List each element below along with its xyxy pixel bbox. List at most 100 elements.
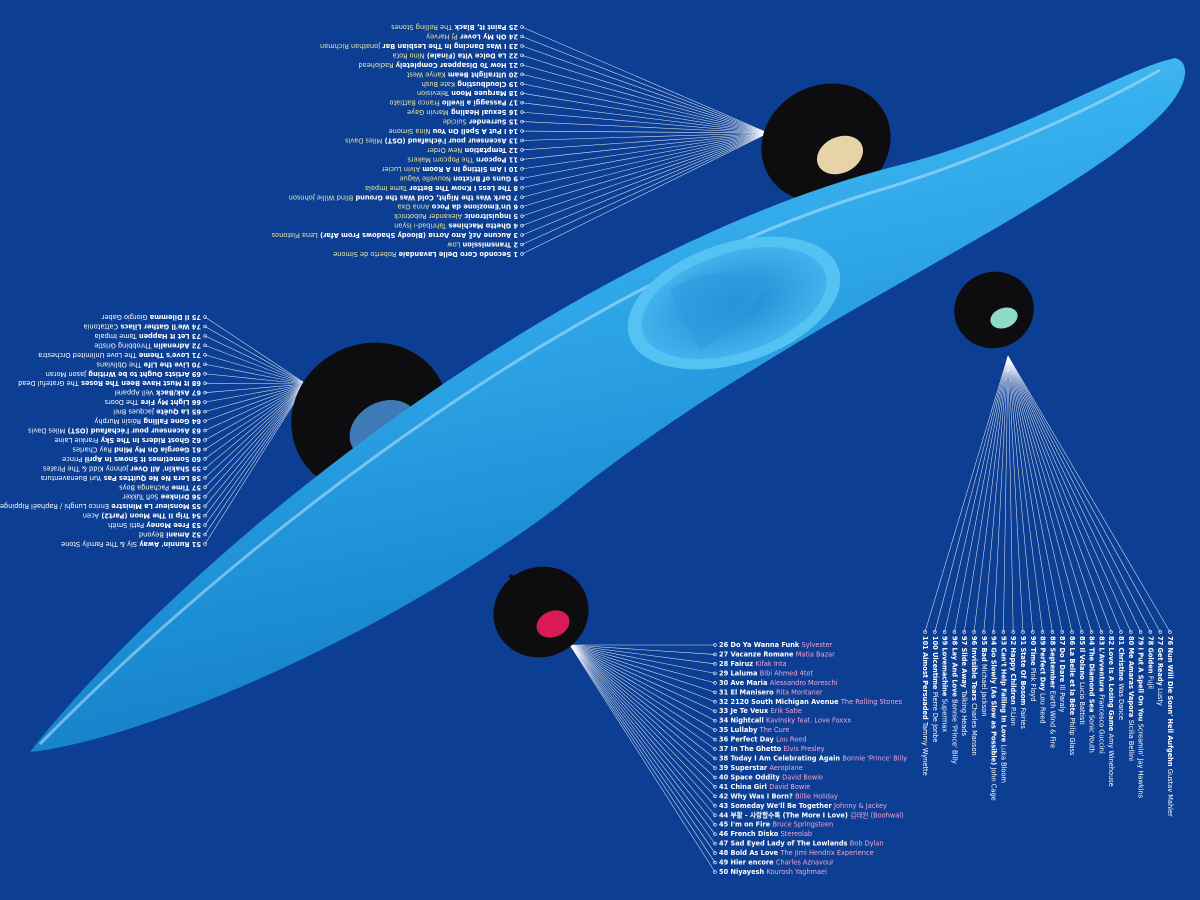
track-title: Popcorn	[476, 155, 507, 163]
track-label: 52 Amani Beyond	[139, 531, 201, 539]
leader-line	[521, 130, 769, 134]
track-anchor-dot	[520, 205, 524, 209]
track-number: 48	[719, 849, 729, 857]
track-labels: 1 Secondo Coro Delle Lavandaie Roberto d…	[0, 23, 1174, 876]
track-anchor-dot	[520, 252, 524, 256]
track-artist: Sylvester	[802, 641, 833, 649]
track-label: 15 Surrender Suicide	[443, 118, 518, 126]
track-label: 43 Someday We'll Be Together Johnny & Ja…	[719, 802, 887, 810]
track-label: 92 Happy Children P.Lion	[1009, 636, 1017, 726]
track-anchor-dot	[203, 447, 207, 452]
track-anchor-dot	[1109, 630, 1113, 634]
track-anchor-dot	[713, 794, 717, 799]
track-number: 67	[191, 389, 201, 397]
track-anchor-dot	[713, 841, 717, 846]
track-title: Love's Theme	[138, 351, 189, 359]
track-artist: The Love Unlimited Orchestra	[38, 351, 137, 359]
track-number: 98	[950, 636, 958, 646]
track-anchor-dot	[520, 138, 524, 143]
track-label: 48 Bold As Love The Jimi Hendrix Experie…	[719, 849, 874, 857]
track-title: La Quête	[156, 408, 190, 416]
track-artist: The Doors	[104, 398, 139, 406]
track-artist: Sly & The Family Stone	[61, 540, 137, 548]
track-artist: Earth Wind & Fire	[1048, 691, 1056, 748]
track-label: 101 Almost Persuaded Tammy Wynette	[921, 636, 929, 776]
track-artist: Enrico Lunghi / Raphaël Rippinger	[0, 502, 109, 510]
leader-line	[963, 355, 1009, 633]
leader-line	[204, 345, 307, 385]
track-number: 91	[1019, 636, 1027, 646]
track-anchor-dot	[203, 523, 207, 527]
leader-line	[954, 355, 1009, 633]
track-number: 16	[508, 108, 518, 116]
track-title: Laluma	[730, 669, 757, 677]
track-title: Vacanze Romane	[730, 650, 793, 658]
track-artist: PJ Harvey	[426, 32, 458, 40]
track-title: 부활 - 사랑할수록 (The More I Love)	[730, 810, 847, 819]
track-number: 14	[508, 127, 518, 135]
track-artist: David Bowie	[769, 783, 810, 791]
track-title: Slide Away	[960, 647, 968, 688]
track-artist: Ill Paraly	[1058, 684, 1066, 712]
track-anchor-dot	[713, 785, 717, 789]
track-artist: Fujii	[1146, 676, 1154, 689]
track-artist: Suicide	[443, 118, 467, 126]
track-label: 34 Nightcall Kavinsky feat. Love Foxxx	[719, 717, 851, 725]
track-label: 75 Il Dilemma Giorgio Gaber	[101, 313, 201, 321]
leader-line	[944, 355, 1009, 633]
track-title: Lullaby	[730, 726, 758, 734]
track-label: 89 Perfect Day Lou Reed	[1039, 636, 1047, 724]
track-artist: Nouvelle Vague	[400, 174, 451, 182]
track-artist: Kavinsky feat. Love Foxxx	[766, 717, 851, 725]
track-number: 6	[513, 203, 518, 211]
track-artist: Was Dance	[1117, 683, 1125, 720]
track-anchor-dot	[1099, 630, 1104, 634]
leader-line	[521, 132, 769, 236]
track-artist: Sofi Tukker	[122, 493, 158, 501]
track-label: 73 Let It Happen Tame Impala	[95, 332, 201, 340]
track-title: Hier encore	[730, 859, 774, 867]
leader-line	[521, 55, 769, 134]
track-artist: Sonic Youth	[1088, 715, 1096, 753]
track-title: Invisible Tears	[970, 647, 978, 700]
track-number: 55	[191, 502, 201, 510]
track-artist: Tame Impala	[365, 184, 408, 192]
track-label: 65 La Quête Jacques Brel	[113, 408, 201, 416]
leader-line	[521, 132, 769, 170]
track-title: Sad Eyed Lady of The Lowlands	[730, 840, 847, 848]
track-artist: Jason Moran	[46, 370, 87, 378]
track-anchor-dot	[520, 100, 524, 105]
track-number: 7	[513, 193, 518, 201]
track-artist: The Rolling Stones	[391, 23, 454, 31]
track-anchor-dot	[1080, 630, 1084, 634]
leader-line	[1007, 355, 1092, 633]
track-label: 47 Sad Eyed Lady of The Lowlands Bob Dyl…	[719, 840, 884, 848]
leader-line	[521, 26, 769, 134]
track-title: Get Ready	[1156, 647, 1164, 686]
track-number: 73	[191, 332, 201, 340]
track-label: 72 Adrenalin Throbbing Gristle	[94, 341, 201, 349]
track-anchor-dot	[203, 381, 207, 385]
leader-line	[1007, 355, 1141, 633]
leader-line	[204, 383, 307, 535]
track-label: 21 How To Disappear Completely Radiohead	[358, 61, 518, 69]
track-title: Ultralight Beam	[448, 70, 507, 78]
track-artist: Billie Holiday	[795, 792, 838, 800]
track-anchor-dot	[923, 630, 927, 634]
leader-line	[521, 111, 769, 134]
track-label: 59 Shakin' All Over Johnny Kidd & The Pi…	[42, 464, 201, 472]
track-artist: The Jimi Hendrix Experience	[779, 849, 873, 857]
track-label: 20 Ultralight Beam Kanye West	[406, 70, 518, 78]
track-label: 24 Oh My Lover PJ Harvey	[426, 32, 518, 40]
track-artist: Blind Willie Johnson	[289, 193, 354, 201]
track-number: 4	[513, 222, 518, 230]
track-label: 4 Ghetto Machines Tahribad-ı İsyan	[394, 222, 518, 231]
track-title: Inquisitronic	[464, 212, 511, 220]
track-title: Monsieur La Ministre	[111, 502, 190, 510]
track-anchor-dot	[1040, 630, 1045, 634]
track-label: 29 Laluma Bibi Ahmed 4tet	[719, 669, 813, 677]
leader-line	[569, 644, 716, 674]
track-title: Gone Falling	[143, 417, 189, 425]
track-label: 50 Niyayesh Kourosh Yaghmaei	[719, 868, 827, 876]
